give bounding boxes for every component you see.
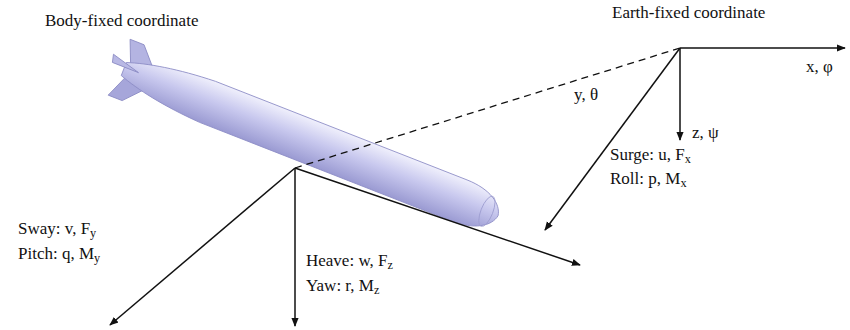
axis-label: Yaw: r, Mz — [306, 277, 379, 296]
axis-label: Earth-fixed coordinate — [612, 4, 765, 23]
axis-label: Sway: v, Fy — [18, 220, 96, 239]
axis-label: Pitch: q, My — [18, 245, 100, 264]
body-axes — [110, 168, 580, 326]
axis-label: Roll: p, Mx — [610, 170, 687, 189]
axis-label: Body-fixed coordinate — [45, 12, 198, 31]
earth-axes — [545, 48, 845, 230]
axis-label: Surge: u, Fx — [610, 146, 691, 165]
axis-label: x, φ — [806, 58, 833, 77]
axis-label: Heave: w, Fz — [306, 252, 393, 271]
torpedo — [99, 36, 509, 244]
axis-label: z, ψ — [692, 124, 719, 143]
axis-label: y, θ — [574, 86, 598, 105]
